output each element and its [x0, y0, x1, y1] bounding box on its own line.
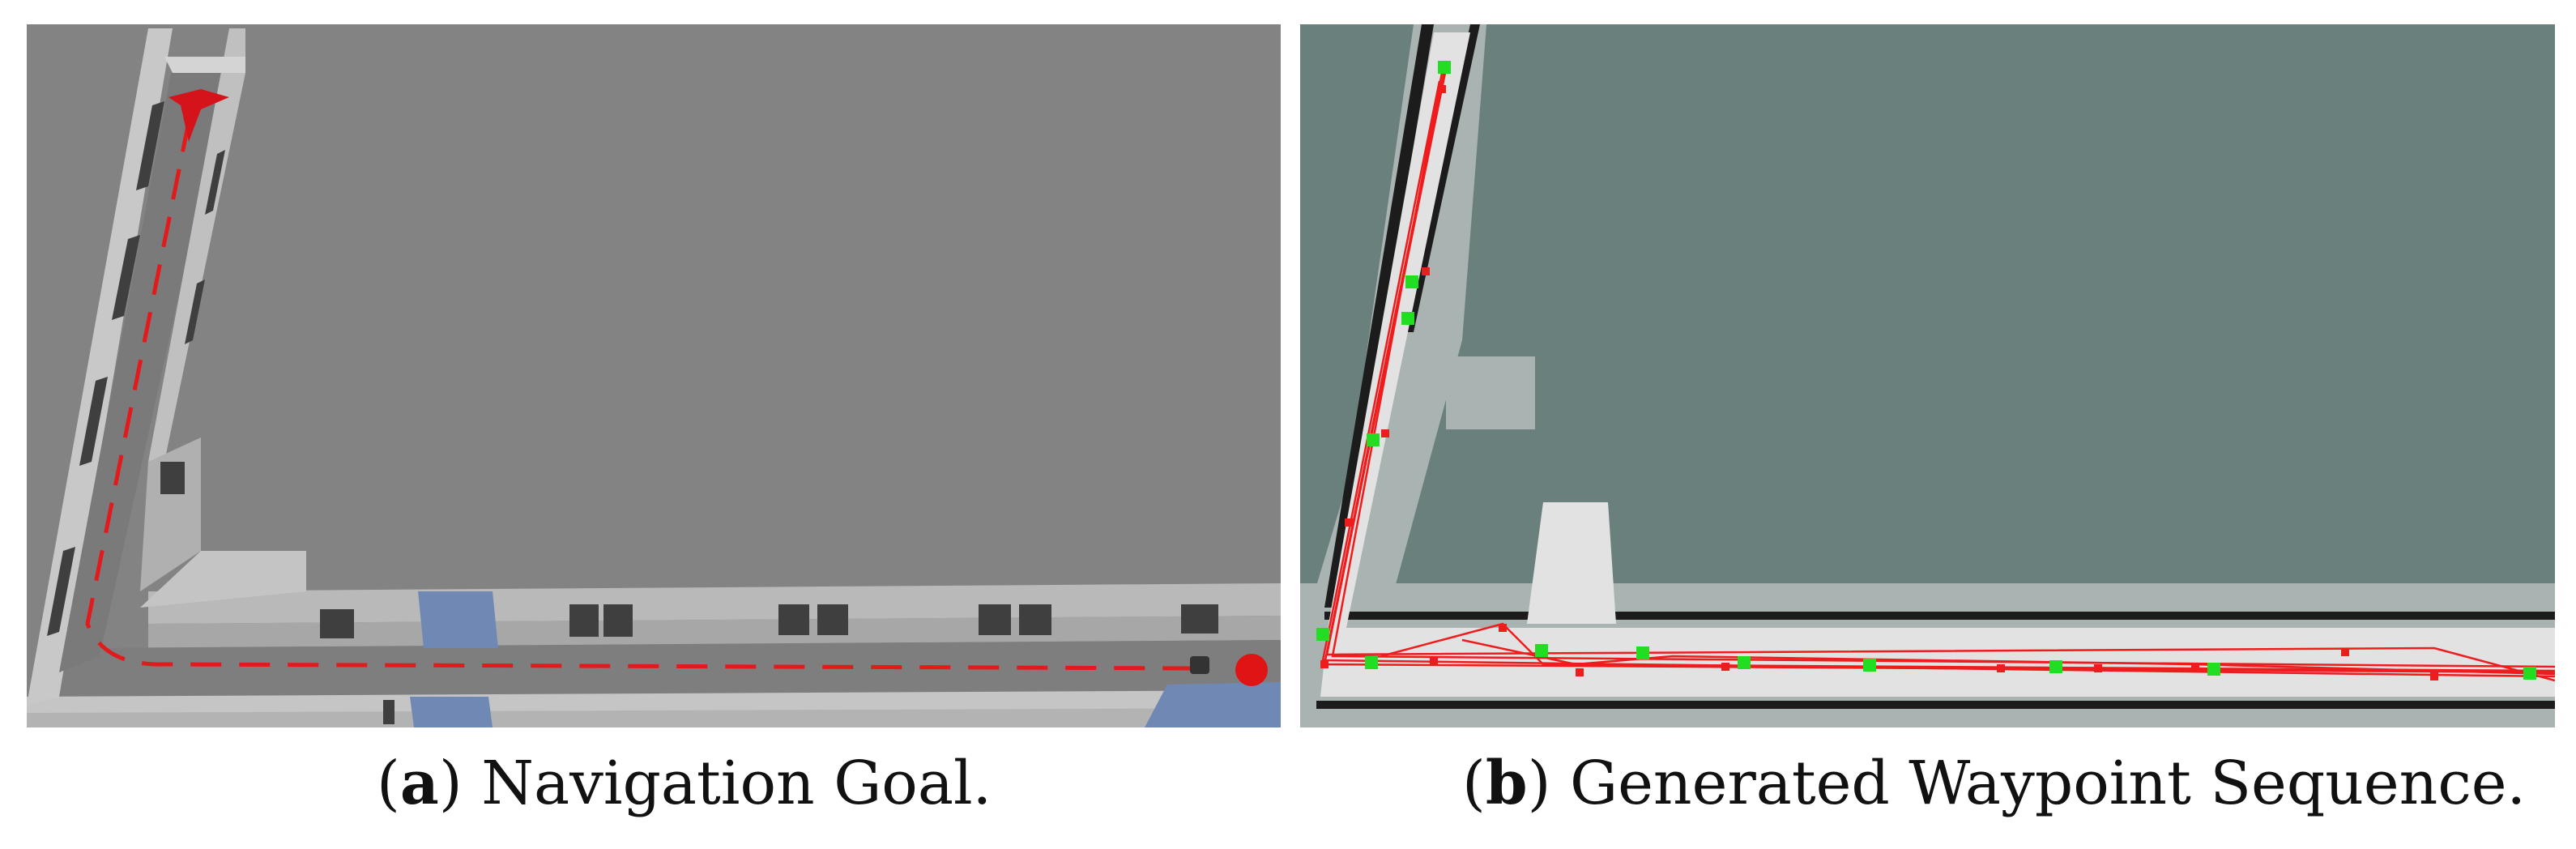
- caption-paren: (: [1462, 749, 1486, 818]
- corridor-end-wall: [164, 57, 245, 73]
- blue-tile: [1145, 682, 1281, 727]
- wall-niche: [140, 437, 201, 591]
- red-arrow-goal-icon: [168, 89, 229, 142]
- blue-tile: [410, 697, 493, 727]
- path-nodes: [1320, 85, 2438, 680]
- caption-text: Navigation Goal.: [462, 749, 992, 818]
- caption-letter: a: [399, 749, 439, 818]
- robot-icon: [1190, 656, 1209, 674]
- waypoint-map-panel: [1300, 24, 2555, 727]
- side-doors: [47, 101, 225, 636]
- waypoint-markers: [1316, 61, 2536, 680]
- caption-paren: ): [1527, 749, 1551, 818]
- corner-wall: [140, 551, 306, 608]
- navigation-path: [85, 121, 1198, 671]
- caption-letter: b: [1485, 749, 1528, 818]
- occupancy-map: [1300, 24, 2555, 727]
- caption-text: Generated Waypoint Sequence.: [1550, 749, 2527, 818]
- door-row: [320, 604, 1218, 724]
- red-dot-start-icon: [1235, 654, 1268, 686]
- caption-paren: ): [438, 749, 463, 818]
- caption-waypoint-sequence: (b) Generated Waypoint Sequence.: [1462, 753, 2526, 813]
- simulation-scene: [27, 28, 1281, 727]
- blue-tile: [418, 591, 498, 648]
- front-wall-lower: [27, 708, 1281, 727]
- inflation-zone: [1300, 24, 2555, 727]
- caption-navigation-goal: (a) Navigation Goal.: [377, 753, 992, 813]
- corridor-floor-vertical: [59, 65, 229, 672]
- right-wall: [148, 28, 245, 462]
- caption-paren: (: [377, 749, 400, 818]
- corridor-floor-horizontal: [43, 640, 1281, 697]
- navigation-goal-panel: [27, 24, 1281, 727]
- left-wall: [27, 28, 173, 705]
